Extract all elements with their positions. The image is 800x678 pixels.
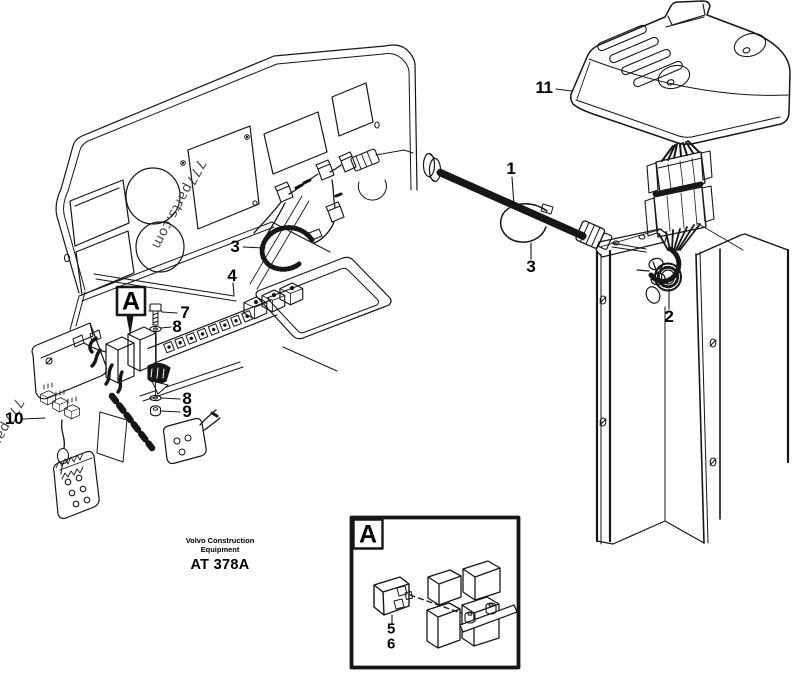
cable-assembly [422, 152, 647, 253]
leader-lines [21, 88, 670, 420]
mounting-pillar [595, 228, 790, 545]
bracket-relays [31, 322, 221, 520]
wiring-harness [249, 148, 414, 290]
callout-8-upper: 8 [172, 317, 182, 336]
terminal-strip [147, 282, 304, 364]
figure-code: AT 378A [190, 557, 250, 573]
footer: Volvo Construction Equipment AT 378A [160, 536, 280, 573]
cable-clamp [599, 222, 744, 304]
brand-line-2: Equipment [200, 545, 240, 554]
control-unit [569, 0, 791, 146]
callout-2: 2 [664, 307, 674, 326]
callout-9: 9 [182, 402, 192, 421]
fasteners [148, 303, 163, 417]
callout-7: 7 [180, 303, 190, 322]
callout-1: 1 [506, 159, 516, 178]
brand-line-1: Volvo Construction [185, 536, 255, 545]
callout-6: 6 [386, 635, 396, 653]
callout-4: 4 [227, 266, 237, 285]
callout-10: 10 [4, 409, 24, 428]
callout-5: 5 [386, 620, 396, 638]
callout-3-cable: 3 [526, 257, 536, 276]
connector-stack [644, 140, 715, 238]
dashboard-panel [55, 44, 418, 402]
detail-marker-box [115, 285, 147, 336]
relay-assembly [72, 326, 171, 395]
callout-3-harness: 3 [230, 237, 240, 256]
detail-box [349, 515, 521, 670]
callout-11: 11 [535, 78, 553, 97]
detail-marker-letter: A [121, 287, 141, 316]
callout-8-lower: 8 [182, 389, 192, 408]
detail-box-letter: A [358, 520, 378, 549]
